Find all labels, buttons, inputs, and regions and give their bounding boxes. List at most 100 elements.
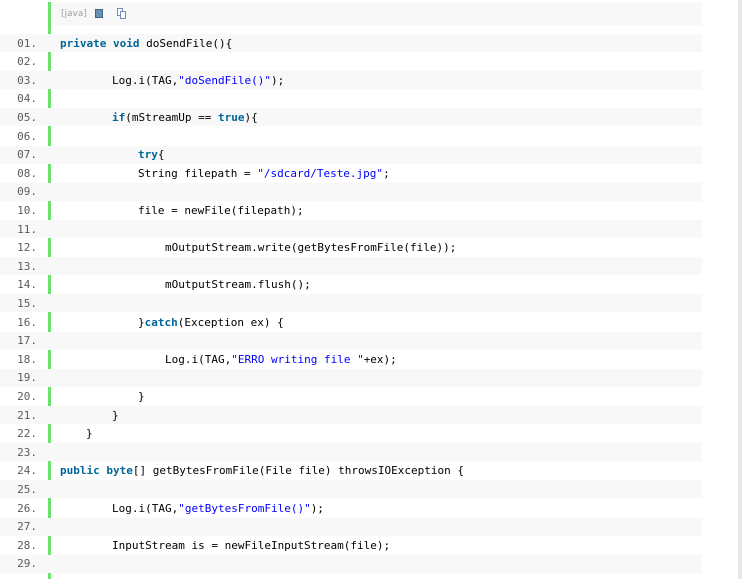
line-number: 12. xyxy=(17,241,37,255)
line-number: 03. xyxy=(17,73,37,87)
line-number: 09. xyxy=(17,185,37,199)
code-token: InputStream is = newFileInputStream(file… xyxy=(112,538,391,552)
code-token: (Exception ex) { xyxy=(177,315,284,329)
code-line: 08. String filepath = "/sdcard/Teste.jpg"… xyxy=(0,164,702,182)
code-text: private void doSendFile(){ xyxy=(60,37,232,50)
line-number: 14. xyxy=(17,278,37,292)
keyword-token: private xyxy=(60,36,107,50)
code-line: 05.if(mStreamUp == true){ xyxy=(0,108,702,127)
code-text: file = newFile(filepath); xyxy=(138,204,304,217)
code-text: Log.i(TAG,"getBytesFromFile()"); xyxy=(112,502,324,515)
code-token: Log.i(TAG, xyxy=(112,73,179,87)
keyword-token: byte xyxy=(106,464,133,478)
code-token: file = newFile(filepath); xyxy=(138,203,304,217)
line-number: 18. xyxy=(17,352,37,366)
string-token: "/sdcard/Teste.jpg" xyxy=(257,166,384,180)
line-number: 17. xyxy=(17,334,37,348)
code-token: } xyxy=(138,389,145,403)
string-token: "ERRO writing file " xyxy=(231,352,364,366)
line-number: 23. xyxy=(17,445,37,459)
keyword-token: try xyxy=(138,148,158,162)
code-line: 19. xyxy=(0,368,702,387)
code-token: } xyxy=(112,408,119,422)
code-line: 29. xyxy=(0,554,702,573)
code-text: public byte[] getBytesFromFile(File file… xyxy=(60,464,464,477)
line-number: 13. xyxy=(17,259,37,273)
code-line: 23. xyxy=(0,443,702,462)
code-text: Log.i(TAG,"ERRO writing file "+ex); xyxy=(165,353,397,366)
code-token: ); xyxy=(310,501,324,515)
code-token: mOutputStream.flush(); xyxy=(165,278,311,292)
code-line: 16. }catch(Exception ex) { xyxy=(0,313,702,331)
string-token: "doSendFile()" xyxy=(178,73,271,87)
code-token: { xyxy=(157,148,165,162)
line-number: 10. xyxy=(17,203,37,217)
code-text: } xyxy=(86,427,93,440)
code-line: 07. try{ xyxy=(0,145,702,164)
line-number: 08. xyxy=(17,166,37,180)
line-number: 21. xyxy=(17,408,37,422)
line-number: 22. xyxy=(17,427,37,441)
code-token: } xyxy=(86,427,93,441)
line-number: 16. xyxy=(17,315,37,329)
copy-to-clipboard-icon[interactable] xyxy=(116,8,127,19)
line-number: 19. xyxy=(17,371,37,385)
keyword-token: true xyxy=(217,110,245,124)
code-line: 20.} xyxy=(0,387,702,405)
code-token: Log.i(TAG, xyxy=(112,501,179,515)
code-token: doSendFile(){ xyxy=(139,36,233,50)
code-text: Log.i(TAG,"doSendFile()"); xyxy=(112,74,284,87)
view-source-icon[interactable] xyxy=(94,9,103,18)
code-line: 18. Log.i(TAG,"ERRO writing file "+ex); xyxy=(0,350,702,368)
code-token: } xyxy=(138,315,145,329)
code-text: }catch(Exception ex) { xyxy=(138,316,284,329)
code-line: 22.} xyxy=(0,425,702,443)
language-label: [java] xyxy=(61,8,87,19)
code-line: 12. mOutputStream.write(getBytesFromFile(… xyxy=(0,239,702,257)
code-text: mOutputStream.write(getBytesFromFile(fil… xyxy=(165,241,456,254)
code-line: 11. xyxy=(0,220,702,238)
code-text: String filepath = "/sdcard/Teste.jpg"; xyxy=(138,167,390,180)
code-line: 06. xyxy=(0,127,702,145)
scrollbar[interactable] xyxy=(738,0,742,579)
line-number: 20. xyxy=(17,389,37,403)
code-text: InputStream is = newFileInputStream(file… xyxy=(112,539,390,552)
string-token: "getBytesFromFile()" xyxy=(178,501,311,515)
line-number: 02. xyxy=(17,55,37,69)
line-number: 25. xyxy=(17,482,37,496)
code-line: 14. mOutputStream.flush(); xyxy=(0,276,702,294)
code-token: (mStreamUp == xyxy=(125,110,218,124)
code-token: mOutputStream.write(getBytesFromFile(fil… xyxy=(165,241,457,255)
line-number: 15. xyxy=(17,296,37,310)
line-number: 27. xyxy=(17,520,37,534)
code-line: 01. private void doSendFile(){ xyxy=(0,34,702,52)
line-number: 07. xyxy=(17,148,37,162)
code-token xyxy=(106,37,113,50)
line-number: 01. xyxy=(17,36,37,50)
code-token: +ex); xyxy=(363,352,397,366)
code-text: } xyxy=(112,409,119,422)
line-number: 05. xyxy=(17,110,37,124)
code-line: 17. xyxy=(0,331,702,350)
code-text: } xyxy=(138,390,145,403)
keyword-token: public xyxy=(60,464,100,478)
code-line: 27. xyxy=(0,517,702,536)
code-token: ; xyxy=(383,166,390,180)
code-line: 25. xyxy=(0,480,702,499)
code-line: 21.} xyxy=(0,406,702,424)
code-token: String filepath = xyxy=(138,166,258,180)
code-line: 24.public byte[] getBytesFromFile(File f… xyxy=(0,462,702,480)
keyword-token: if xyxy=(112,110,126,124)
line-number: 26. xyxy=(17,501,37,515)
code-token: ); xyxy=(270,73,285,87)
code-line: 26. Log.i(TAG,"getBytesFromFile()"); xyxy=(0,499,702,517)
code-token: Log.i(TAG, xyxy=(165,352,232,366)
line-number: 06. xyxy=(17,129,37,143)
code-text: try{ xyxy=(138,148,165,161)
code-line: 03. Log.i(TAG,"doSendFile()"); xyxy=(0,71,702,90)
code-token: [] getBytesFromFile(File file) throwsIOE… xyxy=(132,464,465,478)
code-line: 09. xyxy=(0,182,702,201)
code-line: 04. xyxy=(0,90,702,108)
code-line: 02. xyxy=(0,53,702,71)
